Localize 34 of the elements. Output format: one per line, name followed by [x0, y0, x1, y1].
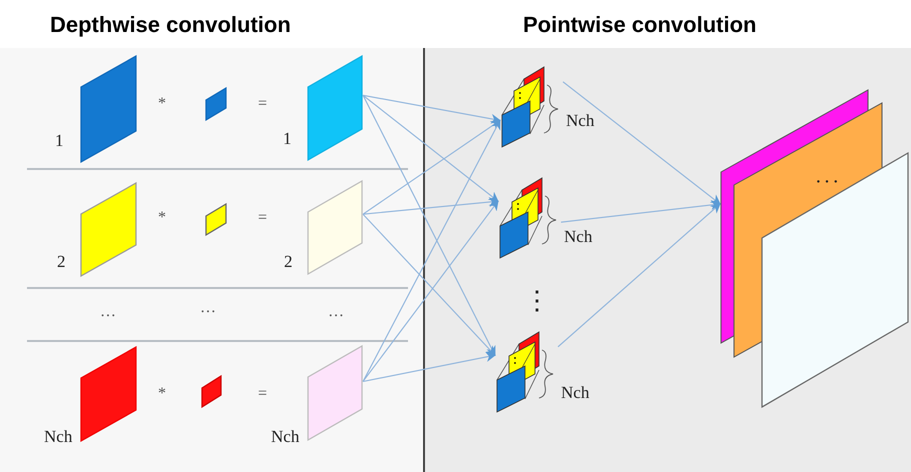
channel-label: Nch: [564, 228, 592, 245]
arrow: [558, 203, 721, 348]
arrow: [362, 200, 499, 382]
ellipsis: …: [328, 304, 344, 320]
panel-heading: Pointwise convolution: [523, 12, 756, 38]
ellipsis: ···: [815, 172, 841, 192]
operator-symbol: =: [258, 210, 268, 226]
arrow: [562, 81, 721, 205]
arrow: [362, 94, 499, 202]
channel-label: Nch: [44, 428, 72, 445]
ellipsis: …: [100, 304, 116, 320]
arrow: [362, 197, 499, 215]
operator-symbol: *: [158, 210, 166, 226]
channel-label: 1: [55, 132, 64, 149]
ellipsis: …: [200, 300, 216, 316]
channel-label: 1: [283, 130, 292, 147]
channel-label: Nch: [561, 384, 590, 401]
arrow: [362, 352, 496, 382]
operator-symbol: =: [258, 386, 268, 402]
operator-symbol: *: [158, 386, 166, 402]
arrow: [362, 94, 501, 124]
channel-label: 2: [284, 253, 292, 270]
channel-label: 2: [57, 253, 66, 270]
operator-symbol: =: [258, 96, 268, 112]
arrow: [560, 200, 721, 223]
arrow: [362, 95, 496, 356]
ellipsis: ⋮: [524, 288, 550, 314]
arrow: [362, 120, 501, 215]
channel-label: Nch: [566, 112, 594, 129]
panel-heading: Depthwise convolution: [50, 12, 291, 38]
operator-symbol: *: [158, 96, 166, 112]
arrow: [362, 214, 496, 356]
channel-label: Nch: [271, 428, 300, 445]
arrow: [362, 120, 500, 382]
